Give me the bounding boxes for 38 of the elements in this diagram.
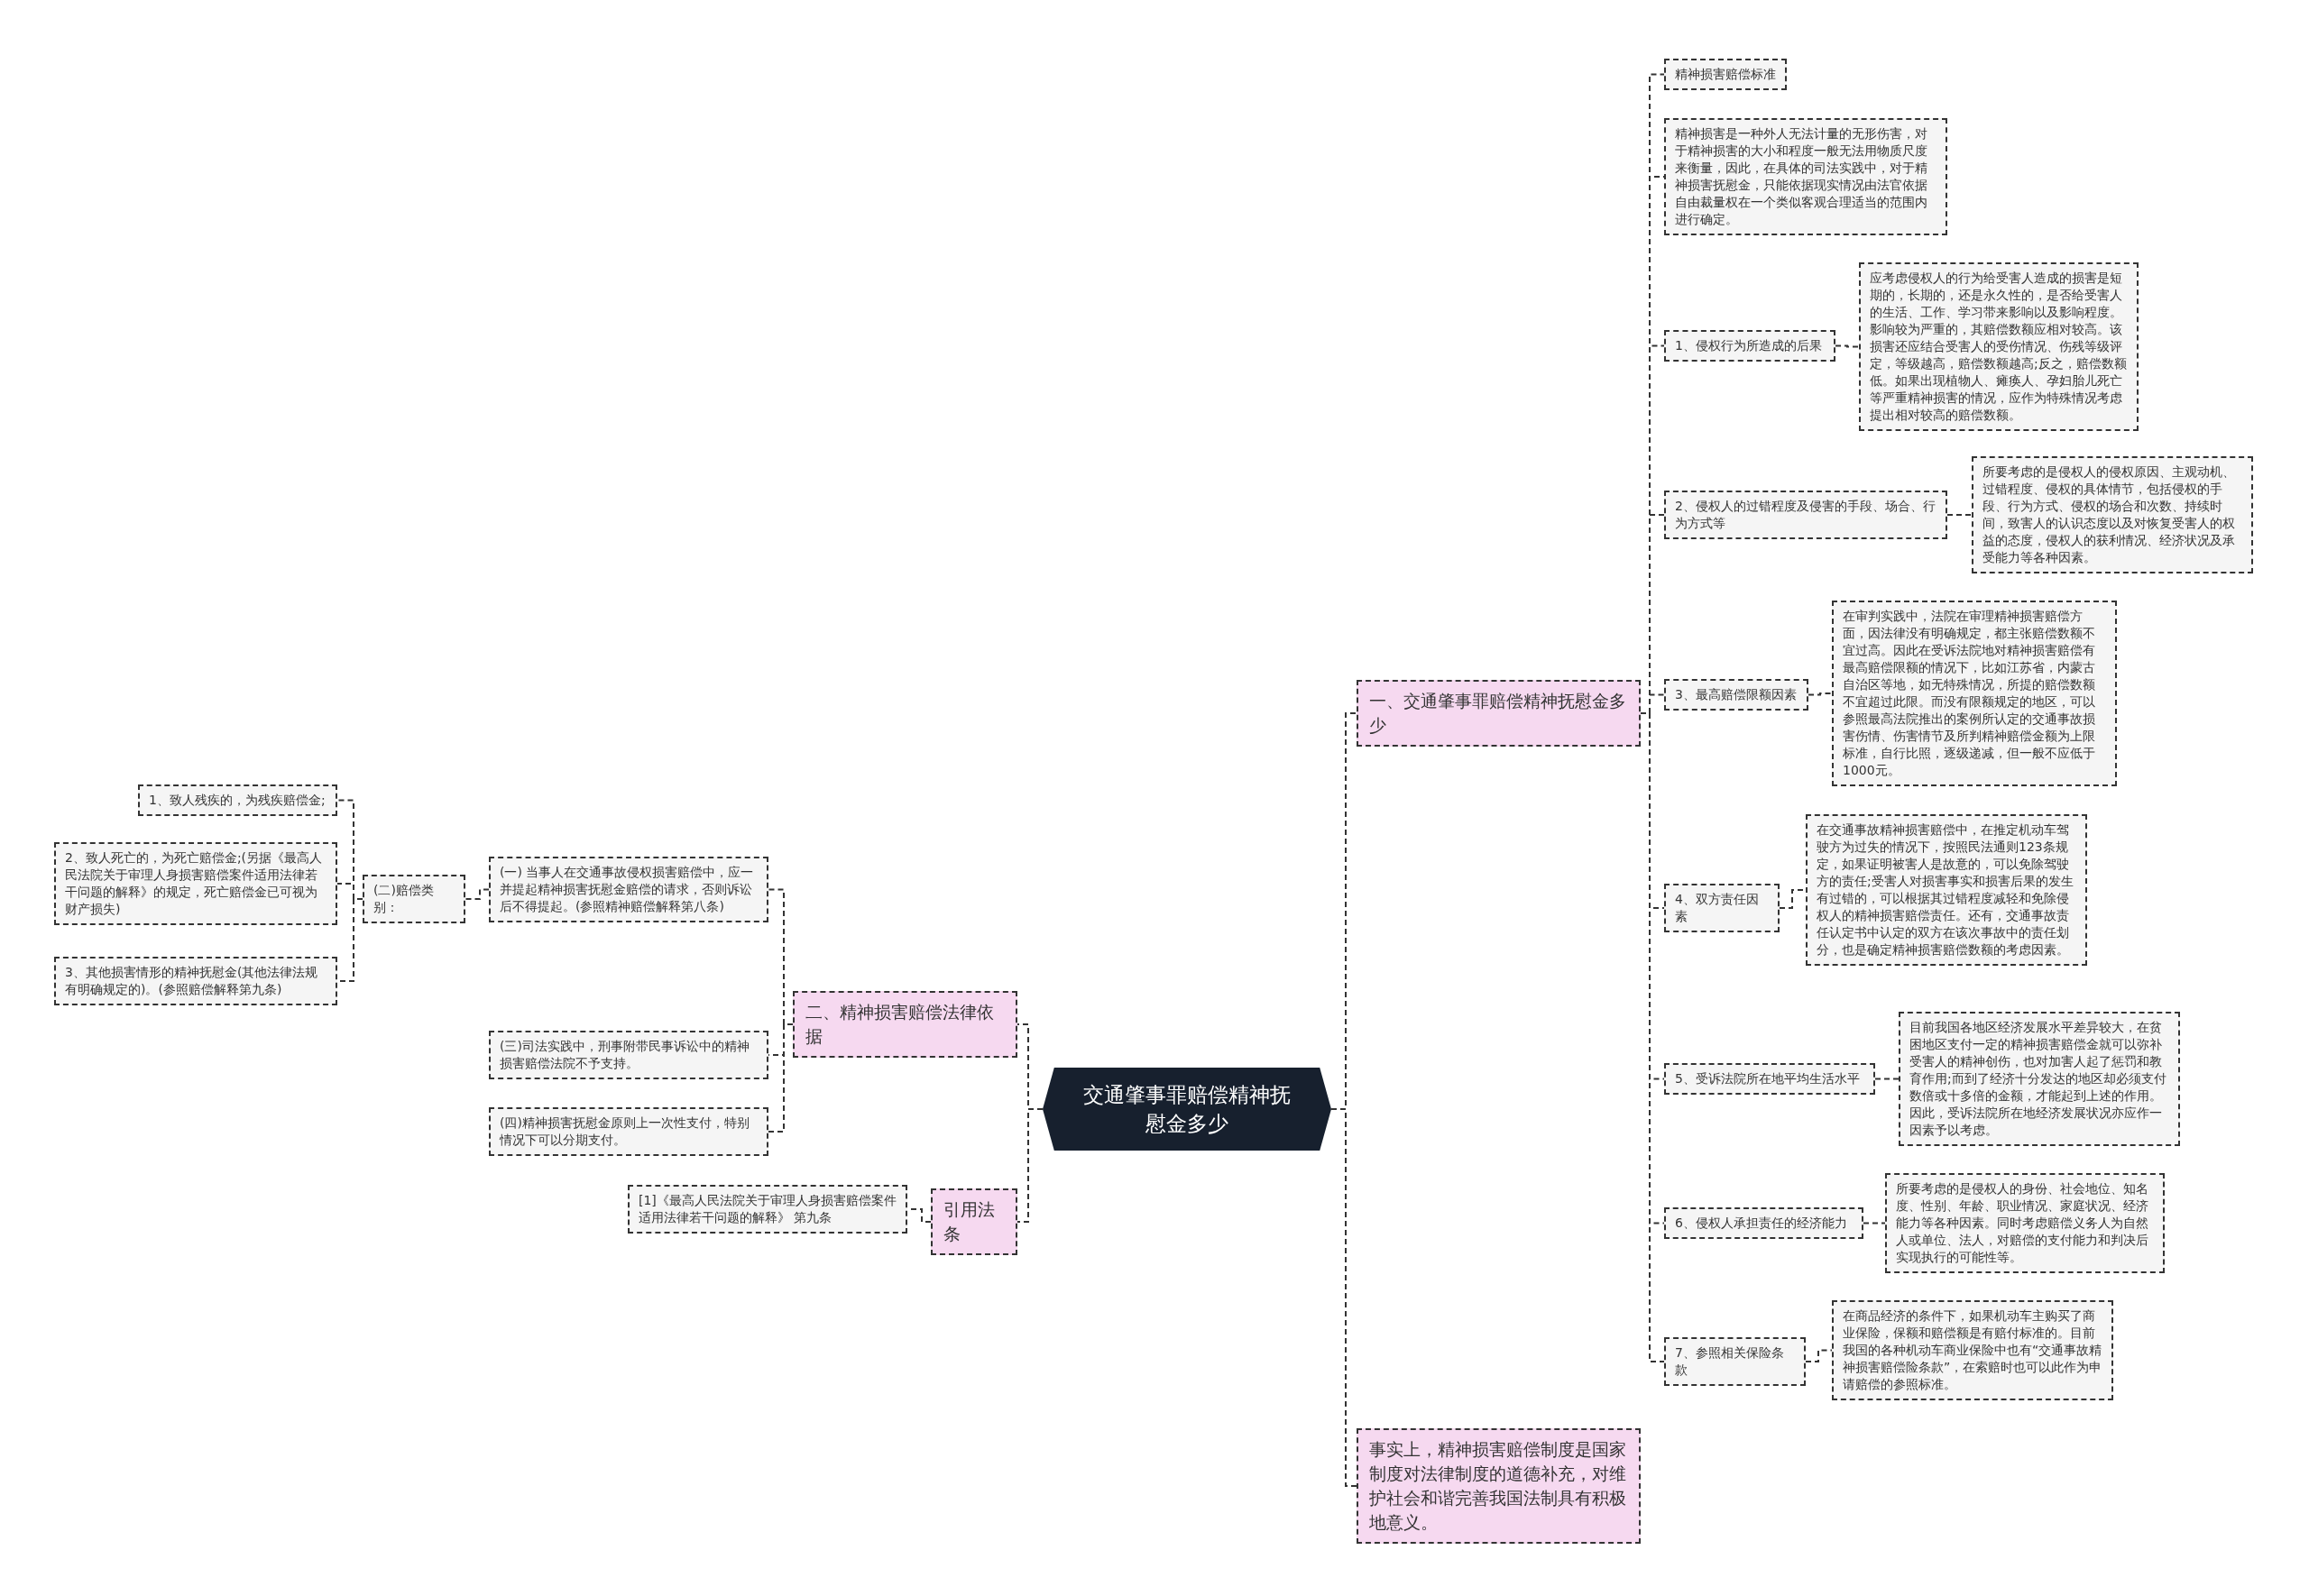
connector-line bbox=[768, 1023, 794, 1133]
connector-line bbox=[1874, 1078, 1900, 1080]
topic-box: 引用法条 bbox=[931, 1188, 1017, 1255]
text-box: 目前我国各地区经济发展水平差异较大，在贫困地区支付一定的精神损害赔偿金就可以弥补受害人的精神创伤，也对加害人起了惩罚和教育作用;而到了经济十分发达的地区却必须支付数倍或十多倍的金额，才能起到上述的作用。因此，受诉法院所在地经济发展状况亦应作一因素予以考虑。 bbox=[1899, 1012, 2180, 1146]
text-box: 1、侵权行为所造成的后果 bbox=[1664, 330, 1835, 362]
topic-box: 一、交通肇事罪赔偿精神抚慰金多少 bbox=[1357, 680, 1641, 747]
topic-box: 二、精神损害赔偿法律依据 bbox=[793, 991, 1017, 1058]
text-box: 所要考虑的是侵权人的侵权原因、主观动机、过错程度、侵权的具体情节，包括侵权的手段、行为方式、侵权的场合和次数、持续时间，致害人的认识态度以及对恢复受害人的权益的态度，侵权人的获利情况、经济状况及承受能力等各种因素。 bbox=[1972, 456, 2253, 573]
text-box: (二)赔偿类别： bbox=[363, 875, 465, 923]
central-topic: 交通肇事罪赔偿精神抚慰金多少 bbox=[1043, 1068, 1331, 1151]
text-box: 6、侵权人承担责任的经济能力 bbox=[1664, 1207, 1863, 1239]
text-box: 精神损害是一种外人无法计量的无形伤害，对于精神损害的大小和程度一般无法用物质尺度来衡量，因此，在具体的司法实践中，对于精神损害抚慰金，只能依据现实情况由法官依据自由裁量权在一个类似客观合理适当的范围内进行确定。 bbox=[1664, 118, 1947, 235]
text-box: 精神损害赔偿标准 bbox=[1664, 59, 1787, 90]
text-box: 7、参照相关保险条款 bbox=[1664, 1337, 1806, 1386]
text-box: 2、侵权人的过错程度及侵害的手段、场合、行为方式等 bbox=[1664, 491, 1947, 539]
connector-line bbox=[1946, 514, 1973, 516]
text-box: 所要考虑的是侵权人的身份、社会地位、知名度、性别、年龄、职业情况、家庭状况、经济能力等各种因素。同时考虑赔偿义务人为自然人或单位、法人，对赔偿的支付能力和判决后实现执行的可能性等。 bbox=[1885, 1173, 2165, 1273]
text-box: 在交通事故精神损害赔偿中，在推定机动车驾驶方为过失的情况下，按照民法通则123条规定，如果证明被害人是故意的，可以免除驾驶方的责任;受害人对损害事实和损害后果的发生有过错的，可以根据其过错程度减轻和免除侵权人的精神损害赔偿责任。还有，交通事故责任认定书中认定的双方在该次事故中的责任划分，也是确定精神损害赔偿数额的考虑因素。 bbox=[1806, 814, 2087, 966]
text-box: 在审判实践中，法院在审理精神损害赔偿方面，因法律没有明确规定，都主张赔偿数额不宜过高。因此在受诉法院地对精神损害赔偿有最高赔偿限额的情况下，比如江苏省，内蒙古自治区等地，如无特殊情况，所提的赔偿数额不宜超过此限。而没有限额规定的地区，可以参照最高法院推出的案例所认定的交通事故损害伤情、伤害情节及所判精神赔偿金额为上限标准，自行比照，逐级递减，但一般不应低于1000元。 bbox=[1832, 601, 2117, 786]
text-box: (三)司法实践中，刑事附带民事诉讼中的精神损害赔偿法院不予支持。 bbox=[489, 1031, 768, 1079]
connector-line bbox=[1808, 693, 1833, 696]
text-box: (一) 当事人在交通事故侵权损害赔偿中，应一并提起精神损害抚慰金赔偿的请求，否则诉讼后不得提起。(参照精神赔偿解释第八条) bbox=[489, 857, 768, 922]
text-box: (四)精神损害抚慰金原则上一次性支付，特别情况下可以分期支付。 bbox=[489, 1107, 768, 1156]
connector-line bbox=[1835, 344, 1860, 348]
connector-line bbox=[1017, 1108, 1044, 1223]
connector-line bbox=[1863, 1222, 1886, 1225]
text-box: 2、致人死亡的，为死亡赔偿金;(另据《最高人民法院关于审理人身损害赔偿案件适用法律若干问题的解释》的规定，死亡赔偿金已可视为财产损失) bbox=[54, 842, 337, 925]
text-box: 3、其他损害情形的精神抚慰金(其他法律法规有明确规定的)。(参照赔偿解释第九条) bbox=[54, 957, 337, 1005]
text-box: 4、双方责任因素 bbox=[1664, 884, 1780, 932]
text-box: 1、致人残疾的，为残疾赔偿金; bbox=[138, 784, 337, 816]
topic-box: 事实上，精神损害赔偿制度是国家制度对法律制度的道德补充，对维护社会和谐完善我国法制具有积极地意义。 bbox=[1357, 1428, 1641, 1544]
connector-line bbox=[465, 888, 490, 900]
text-box: 5、受诉法院所在地平均生活水平 bbox=[1664, 1063, 1875, 1095]
connector-line bbox=[1805, 1349, 1833, 1362]
text-box: 3、最高赔偿限额因素 bbox=[1664, 679, 1808, 711]
text-box: 应考虑侵权人的行为给受害人造成的损害是短期的，长期的，还是永久性的，是否给受害人的生活、工作、学习带来影响以及影响程度。影响较为严重的，其赔偿数额应相对较高。该损害还应结合受害人的受伤情况、伤残等级评定，等级越高，赔偿数额越高;反之，赔偿数额低。如果出现植物人、瘫痪人、孕妇胎儿死亡等严重精神损害的情况，应作为特殊情况考虑提出相对较高的赔偿数额。 bbox=[1859, 262, 2139, 431]
text-box: [1]《最高人民法院关于审理人身损害赔偿案件适用法律若干问题的解释》 第九条 bbox=[628, 1185, 907, 1234]
text-box: 在商品经济的条件下，如果机动车主购买了商业保险，保额和赔偿额是有赔付标准的。目前我国的各种机动车商业保险中也有“交通事故精神损害赔偿险条款”，在索赔时也可以此作为申请赔偿的参照标准。 bbox=[1832, 1300, 2113, 1400]
